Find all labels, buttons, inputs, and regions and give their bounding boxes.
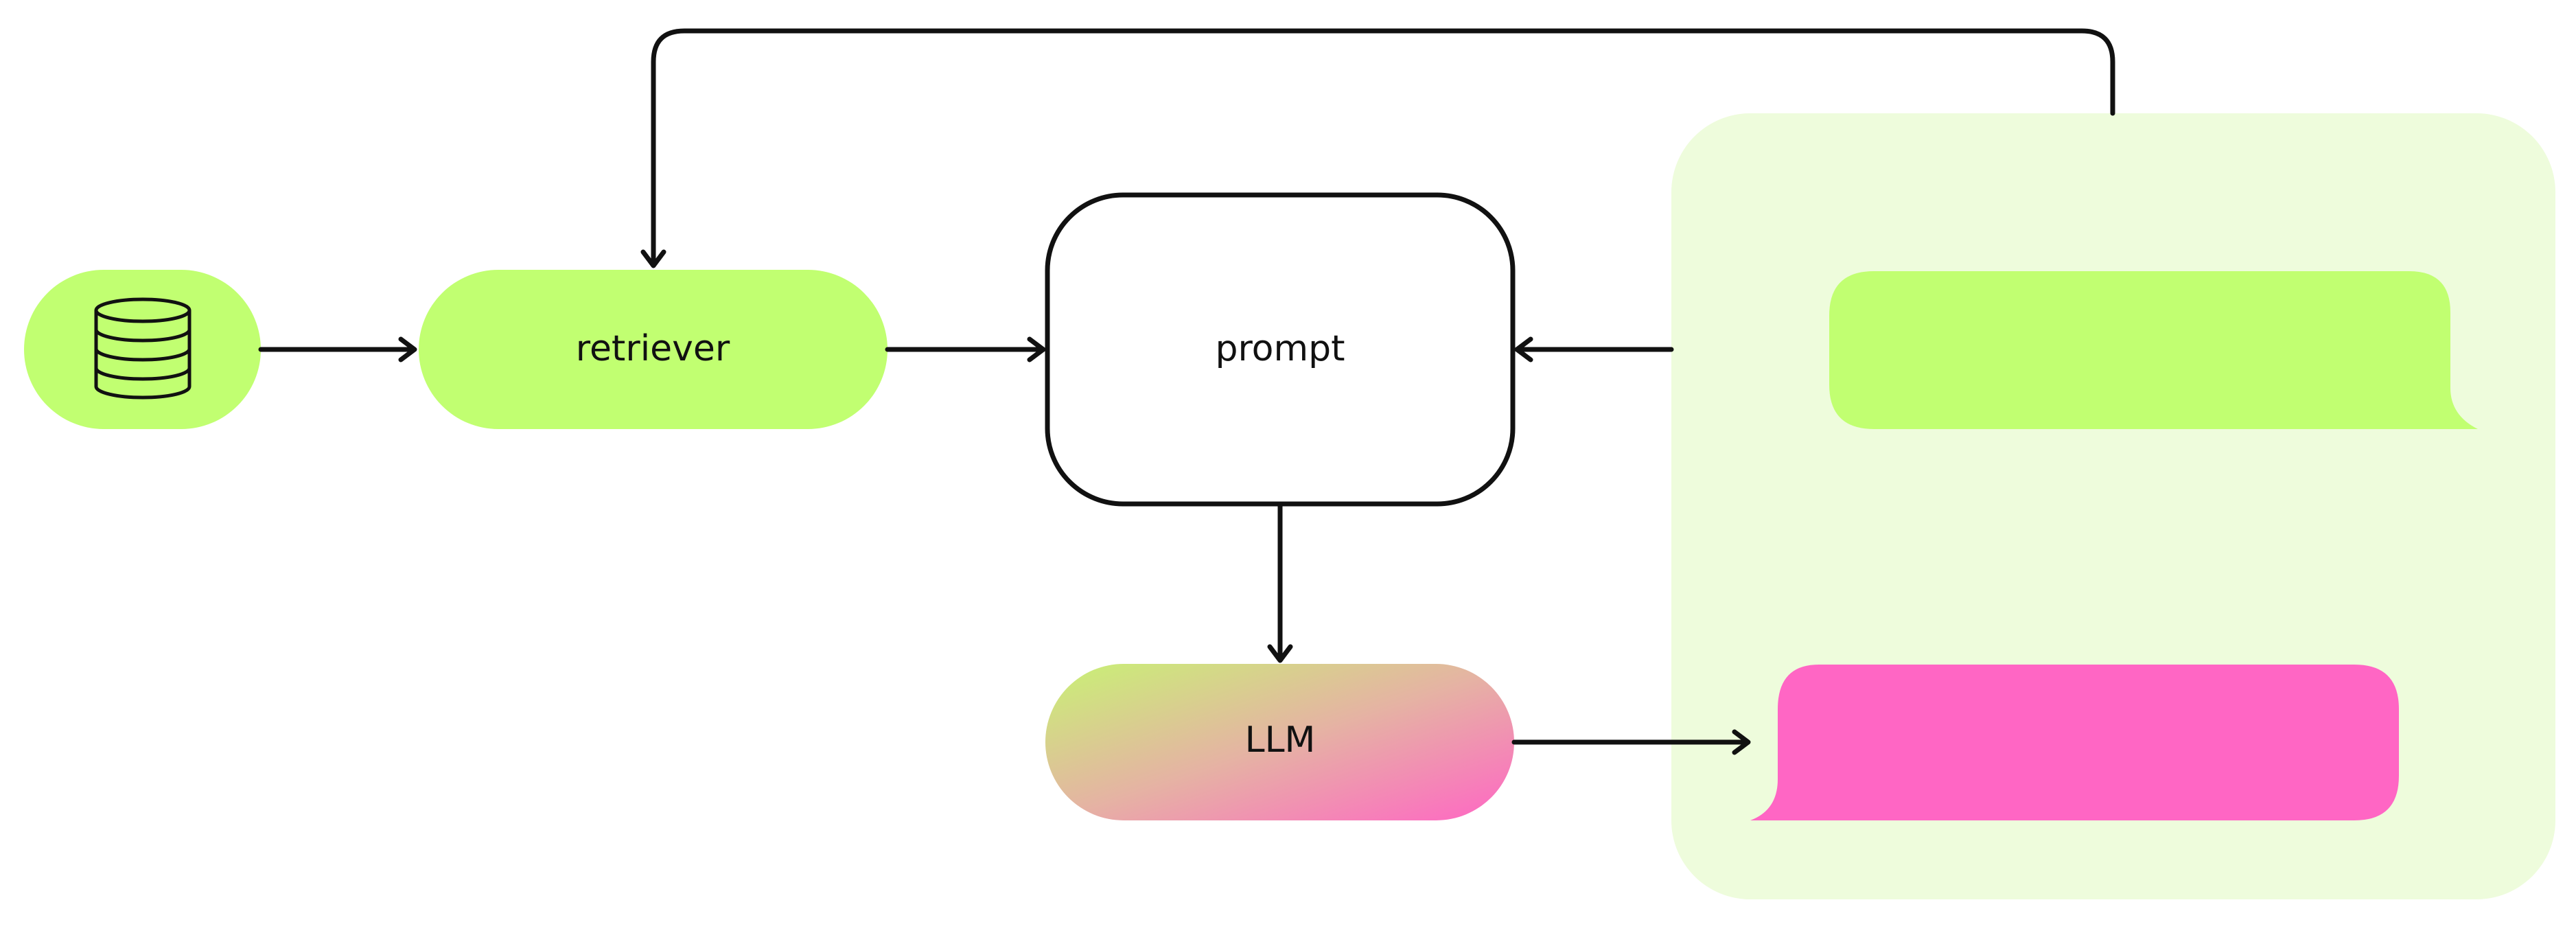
llm-node[interactable]: LLM <box>1045 664 1514 820</box>
database-icon <box>94 297 192 400</box>
database-node[interactable] <box>24 270 261 429</box>
arrowhead-icon <box>1732 729 1751 755</box>
llm-response-bubble <box>1750 665 2399 820</box>
prompt-label: prompt <box>1215 328 1345 369</box>
arrowhead-icon <box>1267 644 1293 663</box>
retriever-node[interactable]: retriever <box>419 270 887 429</box>
retriever-label: retriever <box>576 328 730 369</box>
user-message-bubble <box>1829 271 2478 429</box>
arrowhead-icon <box>398 336 417 362</box>
arrowhead-icon <box>640 249 666 268</box>
prompt-node[interactable]: prompt <box>1045 192 1516 507</box>
arrowhead-icon <box>1514 336 1533 362</box>
arrowhead-icon <box>1027 336 1046 362</box>
edge-chat-retriever-loop <box>651 28 2115 267</box>
llm-label: LLM <box>1245 719 1316 761</box>
